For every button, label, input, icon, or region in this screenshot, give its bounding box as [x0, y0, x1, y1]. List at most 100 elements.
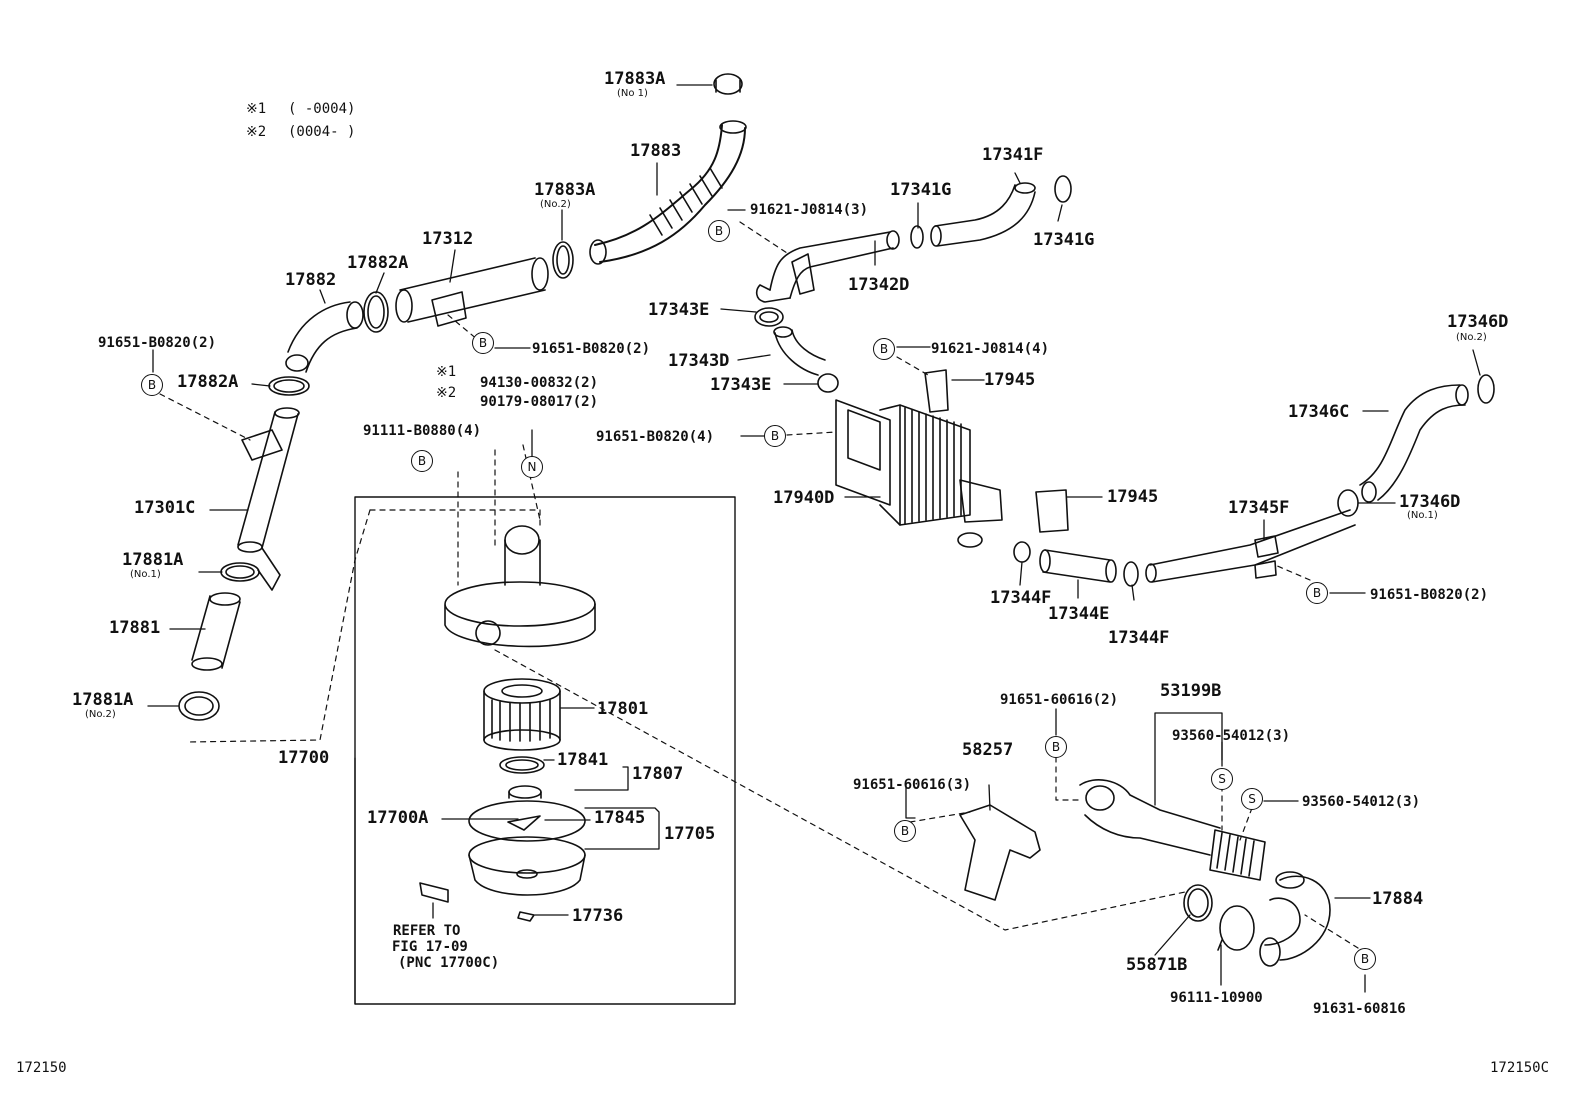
- label-17883: 17883: [630, 141, 682, 161]
- bolt-symbol-b: B: [894, 820, 916, 842]
- label-17343D: 17343D: [668, 351, 730, 371]
- bolt-symbol-b: B: [141, 374, 163, 396]
- label-17882: 17882: [285, 270, 337, 290]
- label-17342D: 17342D: [848, 275, 910, 295]
- label-17801: 17801: [597, 699, 649, 719]
- legend-note1-mark: ※1: [246, 101, 267, 117]
- duct-17883-drawing: [589, 73, 747, 265]
- label-17344F-left: 17344F: [990, 588, 1052, 608]
- legend-note2-range: (0004- ): [288, 124, 356, 140]
- label-53199B: 53199B: [1160, 681, 1222, 701]
- label-93560-54012-3-b: 93560-54012(3): [1302, 794, 1421, 810]
- label-17346D-no1: 17346D: [1399, 492, 1461, 512]
- refer-to-line2: FIG 17-09: [392, 939, 468, 955]
- bolt-symbol-b: B: [708, 220, 730, 242]
- figure-code-right: 172150C: [1490, 1060, 1550, 1076]
- label-17344F-right: 17344F: [1108, 628, 1170, 648]
- label-17884: 17884: [1372, 889, 1424, 909]
- hose-17342D-drawing: [755, 230, 900, 303]
- label-91621-J0814-4: 91621-J0814(4): [931, 341, 1050, 357]
- bolt-symbol-b: B: [1045, 736, 1067, 758]
- label-91651-B0820-2-left: 91651-B0820(2): [98, 335, 217, 351]
- label-17346D-no2-sub: (No.2): [1456, 332, 1487, 343]
- label-17345F: 17345F: [1228, 498, 1290, 518]
- label-91111: 91111-B0880(4): [363, 423, 482, 439]
- label-17344E: 17344E: [1048, 604, 1110, 624]
- refer-to-line3: (PNC 17700C): [398, 955, 500, 971]
- label-91651-60616-2: 91651-60616(2): [1000, 692, 1119, 708]
- label-17705: 17705: [664, 824, 716, 844]
- note2-tag: ※2: [436, 385, 457, 401]
- label-17882A-top: 17882A: [347, 253, 409, 273]
- label-17883A-no1-sub: (No 1): [617, 88, 648, 99]
- note1-tag: ※1: [436, 364, 457, 380]
- label-91631-60816: 91631-60816: [1313, 1001, 1406, 1017]
- label-17881A-no2-sub: (No.2): [85, 709, 116, 720]
- label-17945-top: 17945: [984, 370, 1036, 390]
- label-96111-10900: 96111-10900: [1170, 990, 1263, 1006]
- label-17807: 17807: [632, 764, 684, 784]
- legend-note1-range: ( -0004): [288, 101, 356, 117]
- air-cleaner-frame: [354, 496, 736, 1005]
- label-90179: 90179-08017(2): [480, 394, 599, 410]
- label-55871B: 55871B: [1126, 955, 1188, 975]
- label-17882A-lower: 17882A: [177, 372, 239, 392]
- label-17881A-no2: 17881A: [72, 690, 134, 710]
- reference-lines: [159, 221, 1359, 949]
- label-17881A-no1-sub: (No.1): [130, 569, 161, 580]
- label-91651-B0820-4: 91651-B0820(4): [596, 429, 715, 445]
- pipe-17312-drawing: [395, 257, 549, 327]
- label-17883A-no1: 17883A: [604, 69, 666, 89]
- label-17700A: 17700A: [367, 808, 429, 828]
- bolt-symbol-b: B: [764, 425, 786, 447]
- air-cleaner-housing-drawing: [444, 525, 596, 648]
- label-17940D: 17940D: [773, 488, 835, 508]
- bolt-symbol-b: B: [1354, 948, 1376, 970]
- pipe-17881-drawing: [191, 592, 241, 671]
- label-17341G-top: 17341G: [890, 180, 952, 200]
- label-91651-B0820-2-mid: 91651-B0820(2): [532, 341, 651, 357]
- refer-to-line1: REFER TO: [393, 923, 461, 939]
- filter-element-17801: [483, 678, 561, 751]
- label-17881A-no1: 17881A: [122, 550, 184, 570]
- label-17346C: 17346C: [1288, 402, 1350, 422]
- pipe-17301C-drawing: [237, 407, 300, 591]
- duct-53199B-drawing: [1079, 779, 1266, 881]
- bolt-symbol-b: B: [873, 338, 895, 360]
- elbow-17882-drawing: [285, 301, 364, 373]
- leader-lines: [147, 84, 1481, 1005]
- bolt-symbol-b: B: [1306, 582, 1328, 604]
- label-17341G-right: 17341G: [1033, 230, 1095, 250]
- label-17883A-no2: 17883A: [534, 180, 596, 200]
- label-17883A-no2-sub: (No.2): [540, 199, 571, 210]
- clamp-17883A-no2: [552, 241, 574, 279]
- label-58257: 58257: [962, 740, 1014, 760]
- label-17881: 17881: [109, 618, 161, 638]
- label-17736: 17736: [572, 906, 624, 926]
- screw-symbol-s: S: [1241, 788, 1263, 810]
- label-93560-54012-3-a: 93560-54012(3): [1172, 728, 1291, 744]
- label-17945-bottom: 17945: [1107, 487, 1159, 507]
- label-17346D-no1-sub: (No.1): [1407, 510, 1438, 521]
- label-17343E-top: 17343E: [648, 300, 710, 320]
- label-17841: 17841: [557, 750, 609, 770]
- label-91651-B0820-2-right: 91651-B0820(2): [1370, 587, 1489, 603]
- label-17343E-bottom: 17343E: [710, 375, 772, 395]
- label-17346D-no2: 17346D: [1447, 312, 1509, 332]
- bolt-symbol-b: B: [411, 450, 433, 472]
- label-17700: 17700: [278, 748, 330, 768]
- label-17845: 17845: [594, 808, 646, 828]
- bolt-symbol-b: B: [472, 332, 494, 354]
- label-17341F: 17341F: [982, 145, 1044, 165]
- figure-code-left: 172150: [16, 1060, 67, 1076]
- nut-symbol-n: N: [521, 456, 543, 478]
- label-17312: 17312: [422, 229, 474, 249]
- label-17301C: 17301C: [134, 498, 196, 518]
- screw-symbol-s: S: [1211, 768, 1233, 790]
- label-91651-60616-3: 91651-60616(3): [853, 777, 972, 793]
- label-91621-J0814-3: 91621-J0814(3): [750, 202, 869, 218]
- legend-note2-mark: ※2: [246, 124, 267, 140]
- intercooler-17940D-drawing: [835, 399, 1003, 548]
